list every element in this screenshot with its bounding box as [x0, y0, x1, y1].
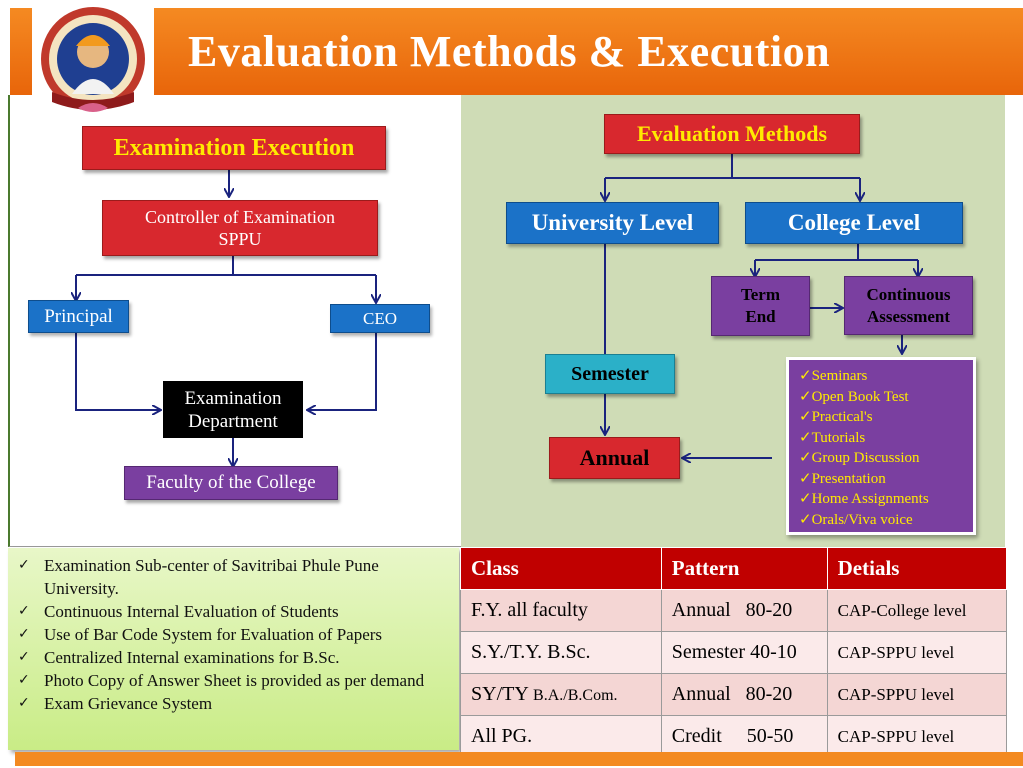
cell-pattern: Annual 80-20: [660, 589, 828, 632]
table-row: S.Y./T.Y. B.Sc. Semester 40-10 CAP-SPPU …: [460, 631, 1008, 674]
checklist-text: Use of Bar Code System for Evaluation of…: [44, 625, 383, 644]
checklist-item: ✓ Use of Bar Code System for Evaluation o…: [18, 623, 451, 646]
assessment-item: ✓Presentation: [799, 470, 886, 487]
checklist-text: Examination Sub-center of Savitribai Phu…: [44, 556, 379, 598]
assessment-item: ✓Orals/Viva voice: [799, 511, 913, 528]
cell-details: CAP-College level: [826, 589, 1008, 632]
check-icon: ✓: [18, 695, 30, 711]
assessment-methods-list: ✓Seminars ✓Open Book Test ✓Practical's ✓…: [786, 357, 976, 535]
cell-class: S.Y./T.Y. B.Sc.: [460, 631, 662, 674]
check-icon: ✓: [18, 626, 30, 642]
controller-line2: SPPU: [218, 229, 262, 249]
check-icon: ✓: [18, 557, 30, 573]
checklist-item: ✓ Continuous Internal Evaluation of Stude…: [18, 600, 451, 623]
cell-class: F.Y. all faculty: [460, 589, 662, 632]
checklist-text: Centralized Internal examinations for B.…: [44, 648, 340, 667]
features-checklist: ✓ Examination Sub-center of Savitribai Ph…: [8, 548, 459, 750]
assessment-item: ✓Seminars: [799, 368, 868, 384]
semester-label: Semester: [571, 362, 649, 385]
checklist-text: Continuous Internal Evaluation of Studen…: [44, 602, 339, 621]
institution-logo: [32, 4, 154, 122]
ceo-box: CEO: [330, 304, 430, 333]
cell-details: CAP-SPPU level: [826, 715, 1008, 758]
table-row: SY/TY B.A./B.Com. Annual 80-20 CAP-SPPU …: [460, 673, 1008, 716]
examination-execution-box: Examination Execution: [82, 126, 386, 170]
semester-box: Semester: [545, 354, 675, 394]
cell-class: SY/TY B.A./B.Com.: [460, 673, 662, 716]
check-icon: ✓: [18, 672, 30, 688]
principal-label: Principal: [44, 305, 113, 327]
controller-of-examination-box: Controller of Examination SPPU: [102, 200, 378, 256]
table-header-row: Class Pattern Detials: [460, 547, 1008, 590]
checklist-item: ✓ Examination Sub-center of Savitribai Ph…: [18, 554, 451, 600]
exam-dept-line1: Examination: [184, 387, 282, 409]
assessment-item: ✓Home Assignments: [799, 491, 929, 507]
evaluation-methods-label: Evaluation Methods: [636, 121, 828, 146]
college-level-box: College Level: [745, 202, 963, 244]
cell-pattern: Semester 40-10: [660, 631, 828, 674]
assessment-item: ✓Group Discussion: [799, 450, 920, 466]
exam-pattern-table: Class Pattern Detials F.Y. all faculty A…: [460, 547, 1008, 758]
faculty-box: Faculty of the College: [124, 466, 338, 500]
header-class: Class: [460, 547, 662, 590]
examination-department-box: Examination Department: [163, 381, 303, 438]
page-title: Evaluation Methods & Execution: [188, 27, 831, 76]
continuous-line2: Assessment: [866, 306, 951, 326]
annual-box: Annual: [549, 437, 680, 479]
header-pattern: Pattern: [660, 547, 828, 590]
term-end-line1: Term: [740, 285, 781, 304]
university-level-box: University Level: [506, 202, 719, 244]
principal-box: Principal: [28, 300, 129, 333]
term-end-line2: End: [745, 307, 776, 326]
continuous-line1: Continuous: [866, 284, 951, 304]
checklist-item: ✓ Centralized Internal examinations for B…: [18, 646, 451, 669]
table-row: F.Y. all faculty Annual 80-20 CAP-Colleg…: [460, 589, 1008, 632]
check-icon: ✓: [18, 603, 30, 619]
cell-pattern: Credit 50-50: [660, 715, 828, 758]
faculty-label: Faculty of the College: [146, 472, 316, 493]
cell-details: CAP-SPPU level: [826, 631, 1008, 674]
assessment-item: ✓Tutorials: [799, 429, 866, 446]
footer-bar: [15, 752, 1023, 766]
examination-execution-label: Examination Execution: [113, 134, 355, 161]
logo-emblem-icon: [41, 7, 145, 112]
ceo-label: CEO: [363, 308, 397, 328]
evaluation-methods-box: Evaluation Methods: [604, 114, 860, 154]
title-bar: [10, 8, 1023, 95]
checklist-item: ✓ Photo Copy of Answer Sheet is provided …: [18, 669, 451, 692]
university-level-label: University Level: [531, 210, 694, 235]
assessment-item: ✓Practical's: [799, 409, 873, 425]
table-row: All PG. Credit 50-50 CAP-SPPU level: [460, 715, 1008, 758]
continuous-assessment-box: Continuous Assessment: [844, 276, 973, 335]
assessment-item: ✓Open Book Test: [799, 388, 909, 405]
cell-class: All PG.: [460, 715, 662, 758]
term-end-box: Term End: [711, 276, 810, 336]
exam-dept-line2: Department: [188, 410, 278, 432]
checklist-item: ✓ Exam Grievance System: [18, 692, 451, 715]
controller-line1: Controller of Examination: [145, 207, 335, 227]
college-level-label: College Level: [787, 210, 921, 235]
header-details: Detials: [826, 547, 1008, 590]
annual-label: Annual: [579, 445, 650, 470]
checklist-text: Photo Copy of Answer Sheet is provided a…: [44, 671, 425, 690]
checklist-text: Exam Grievance System: [44, 694, 213, 713]
cell-details: CAP-SPPU level: [826, 673, 1008, 716]
cell-pattern: Annual 80-20: [660, 673, 828, 716]
check-icon: ✓: [18, 649, 30, 665]
